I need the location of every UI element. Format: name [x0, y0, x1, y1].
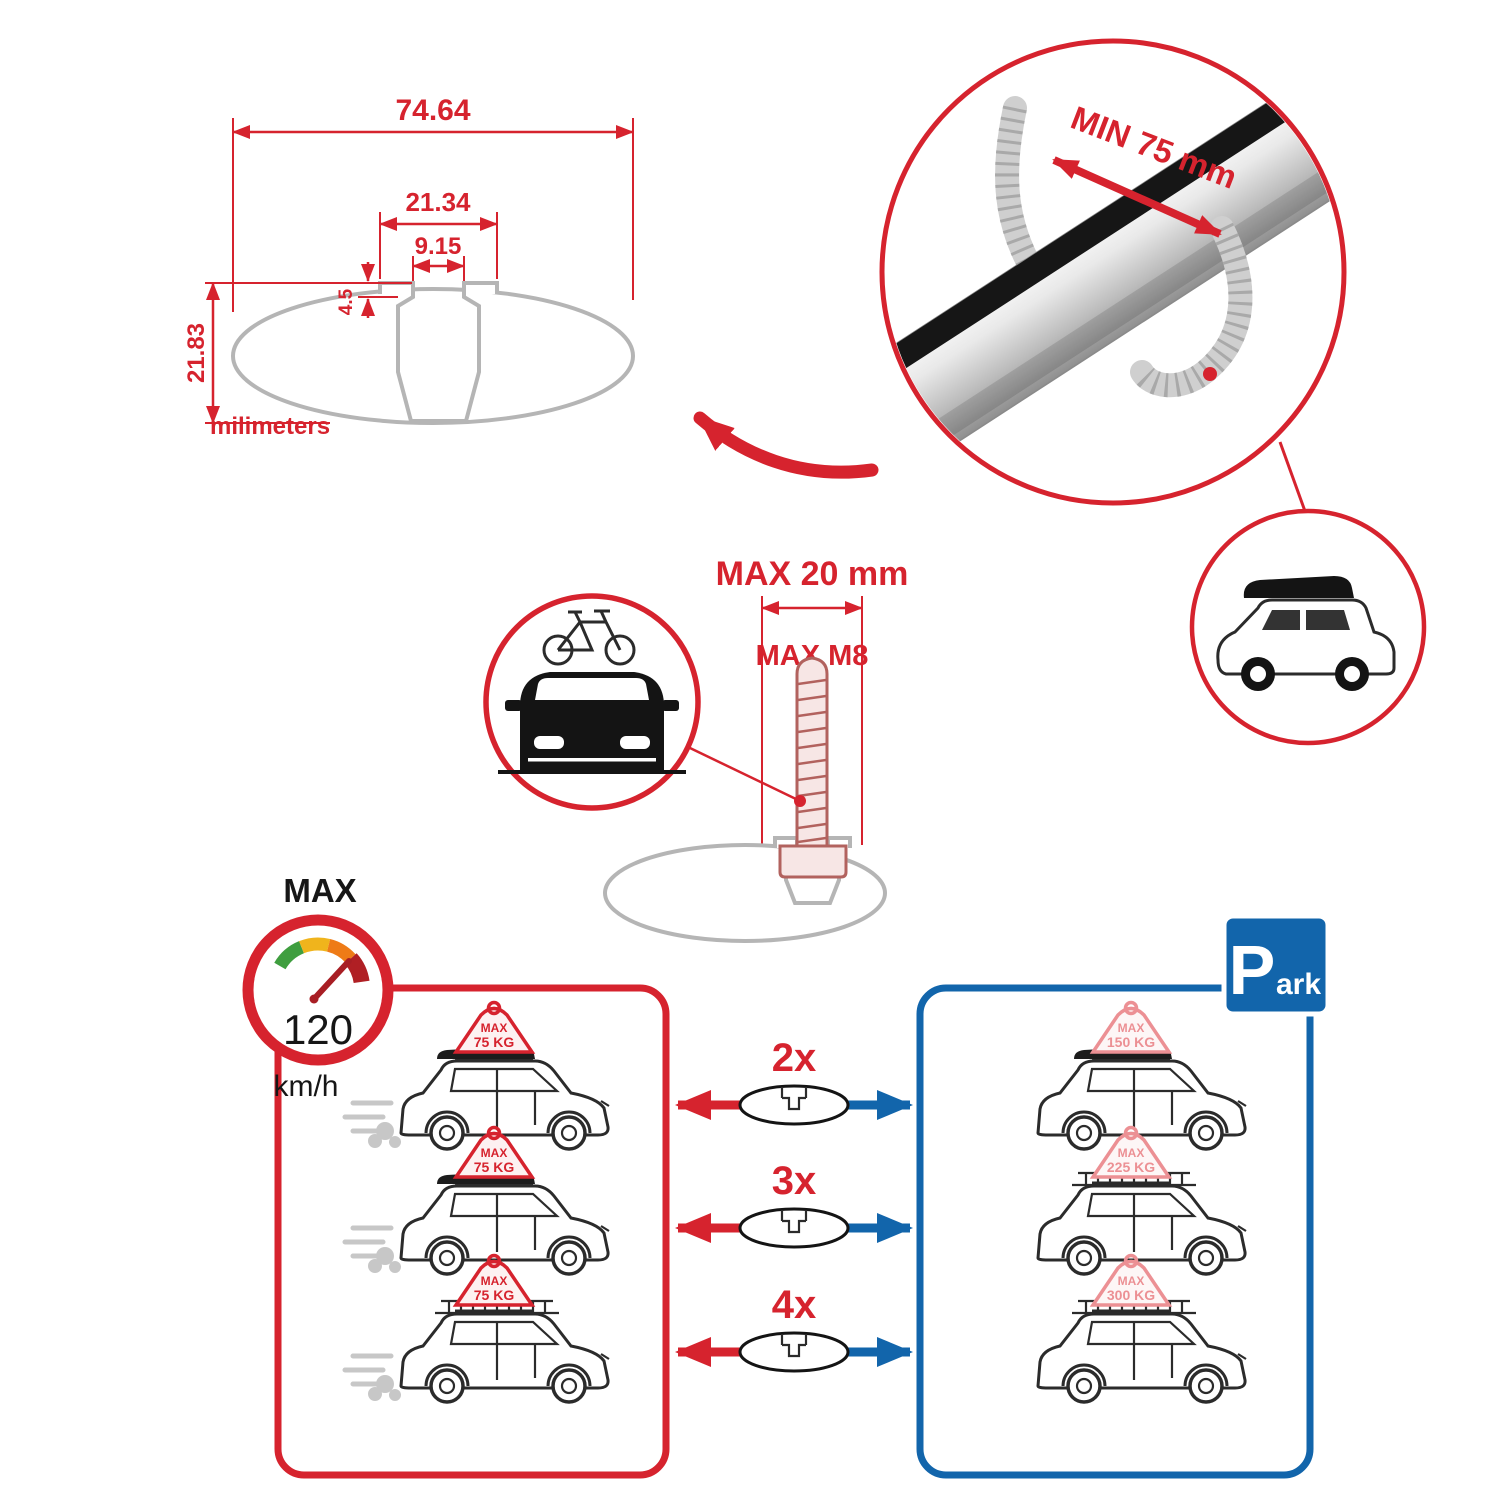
sign-load-label: 75 KG [474, 1159, 515, 1175]
parked-car-row-2: MAX 225 KG [1036, 1125, 1248, 1276]
suv-roofbox [1243, 576, 1354, 598]
dim-slot-opening-label: 9.15 [415, 233, 462, 260]
vehicle-roofbox-circle [1189, 508, 1427, 746]
sign-max-label: MAX [1118, 1021, 1145, 1035]
speed-unit: km/h [273, 1070, 338, 1103]
units-label: milimeters [210, 413, 330, 440]
multiplier-label: 2x [772, 1036, 817, 1080]
load-sign: MAX 300 KG [1091, 1253, 1171, 1307]
driving-car-row-2: MAX 75 KG [342, 1125, 611, 1276]
sign-load-label: 225 KG [1107, 1159, 1155, 1175]
load-sign: MAX 75 KG [454, 1253, 534, 1307]
bolt-callout-line [689, 746, 799, 802]
dim-ext-total-width [232, 118, 634, 312]
dim-total-height-label: 21.83 [183, 323, 210, 383]
bar-profile-t-slot [378, 281, 499, 423]
bolt-dim-ext [761, 596, 863, 845]
parked-car-row-3: MAX 300 KG [1036, 1253, 1248, 1404]
load-sign: MAX 225 KG [1091, 1125, 1171, 1179]
sign-load-label: 300 KG [1107, 1287, 1155, 1303]
car-headlight-right [620, 736, 650, 749]
dim-ext-total-height [205, 282, 376, 424]
car-front-circle [483, 593, 701, 811]
multiplier-label: 3x [772, 1159, 817, 1203]
car-mirror-right [662, 700, 679, 711]
bar-cross-section-icon [738, 1331, 850, 1373]
driving-car-row-3: MAX 75 KG [342, 1253, 611, 1404]
clamp-point-dot [1203, 367, 1217, 381]
motion-smoke [342, 1353, 401, 1401]
bar-cross-section-icon [738, 1084, 850, 1126]
multiplier-row-2: 3x [675, 1159, 913, 1249]
driving-car-row-1: MAX 75 KG [342, 1000, 611, 1151]
speedometer-needle [311, 958, 352, 1002]
sign-max-label: MAX [1118, 1274, 1145, 1288]
sign-load-label: 75 KG [474, 1034, 515, 1050]
bolt-shaft [795, 656, 829, 848]
bar-cross-section-icon [738, 1207, 850, 1249]
parked-car-row-1: MAX 150 KG [1036, 1000, 1248, 1151]
bicycle-icon [542, 609, 636, 666]
motion-smoke [342, 1100, 401, 1148]
bar-cross-section-slot [780, 1210, 808, 1234]
clamp-strap-right [1130, 216, 1253, 398]
load-sign: MAX 150 KG [1091, 1000, 1171, 1054]
bar-cross-section-slot [780, 1087, 808, 1111]
zoom-arrow [693, 411, 879, 479]
dim-lip-depth-label: 4.5 [336, 288, 357, 315]
multiplier-row-3: 4x [675, 1283, 913, 1373]
parking-suffix: ark [1276, 968, 1321, 1001]
car-headlight-left [534, 736, 564, 749]
bar-cross-section-slot [780, 1334, 808, 1358]
clamp-strap-left [995, 96, 1040, 274]
parking-sign: P ark [1221, 913, 1331, 1017]
circle-connector-line [1278, 441, 1308, 515]
sign-load-label: 150 KG [1107, 1034, 1155, 1050]
motion-smoke [342, 1225, 401, 1273]
parking-letter: P [1229, 931, 1276, 1009]
sign-max-label: MAX [481, 1274, 508, 1288]
bolt-callout-dot [794, 795, 806, 807]
car-mirror-left [505, 700, 522, 711]
bolt-head [778, 844, 848, 879]
dim-slot-outer-label: 21.34 [405, 187, 471, 217]
max-length-label: MAX 20 mm [716, 555, 909, 593]
min-span-arrow [1052, 156, 1222, 238]
load-sign: MAX 75 KG [454, 1125, 534, 1179]
speed-value: 120 [283, 1006, 353, 1053]
bolt-detail: MAX 20 mm MAX M8 [603, 555, 909, 943]
speedometer-gauge [274, 937, 370, 1004]
speed-limit-badge: MAX 120 km/h [242, 872, 394, 1103]
parking-sign-plate [1221, 913, 1331, 1017]
speed-max-label: MAX [283, 872, 356, 909]
profile-dimension-diagram: 74.64 21.34 9.15 4.5 21.83 milimeters [183, 94, 635, 440]
multiplier-label: 4x [772, 1283, 817, 1327]
sign-load-label: 75 KG [474, 1287, 515, 1303]
sign-max-label: MAX [481, 1021, 508, 1035]
suv-windows [1262, 610, 1350, 630]
car-bumper-line [528, 758, 656, 762]
bar-detail-circle: MIN 75 mm [879, 38, 1347, 506]
dim-total-width-label: 74.64 [395, 94, 470, 127]
car-front-windshield [535, 678, 649, 700]
sign-max-label: MAX [481, 1146, 508, 1160]
multiplier-row-1: 2x [675, 1036, 913, 1126]
sign-max-label: MAX [1118, 1146, 1145, 1160]
bar-circle-outline [879, 38, 1347, 506]
load-sign: MAX 75 KG [454, 1000, 534, 1054]
